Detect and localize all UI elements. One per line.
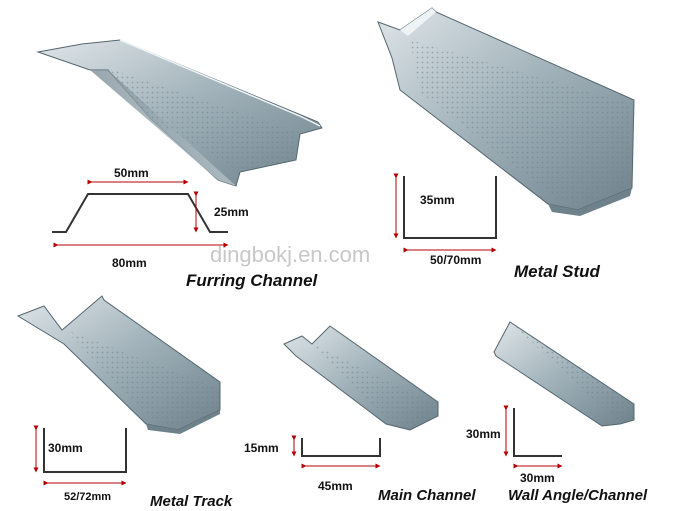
wall-angle-illustration (493, 321, 635, 427)
furring-top-width: 50mm (114, 166, 149, 180)
metal-track-width: 52/72mm (64, 491, 111, 503)
wall-angle-label: Wall Angle/Channel (508, 487, 648, 504)
furring-bottom-width: 80mm (112, 256, 147, 270)
wall-angle-width: 30mm (520, 471, 555, 485)
metal-track-illustration (16, 295, 221, 434)
metal-track-height: 30mm (48, 441, 83, 455)
metal-track-section (33, 425, 127, 486)
furring-channel-illustration (36, 39, 323, 187)
furring-channel-label: Furring Channel (186, 271, 319, 290)
main-channel-label: Main Channel (378, 487, 476, 504)
main-channel-section (291, 435, 381, 469)
metal-stud-section (393, 173, 497, 253)
wall-angle-section (503, 405, 563, 469)
metal-stud-height: 35mm (420, 193, 455, 207)
watermark-text: dingbokj.en.com (210, 242, 370, 267)
main-channel-height: 15mm (244, 441, 279, 455)
wall-angle-height: 30mm (466, 427, 501, 441)
main-channel-illustration (283, 325, 439, 431)
metal-stud-label: Metal Stud (514, 262, 601, 281)
metal-stud-illustration (377, 7, 635, 216)
main-channel-width: 45mm (318, 479, 353, 493)
furring-channel-section (52, 179, 229, 248)
metal-track-label: Metal Track (150, 493, 233, 510)
metal-stud-width: 50/70mm (430, 253, 481, 267)
furring-height: 25mm (214, 205, 249, 219)
